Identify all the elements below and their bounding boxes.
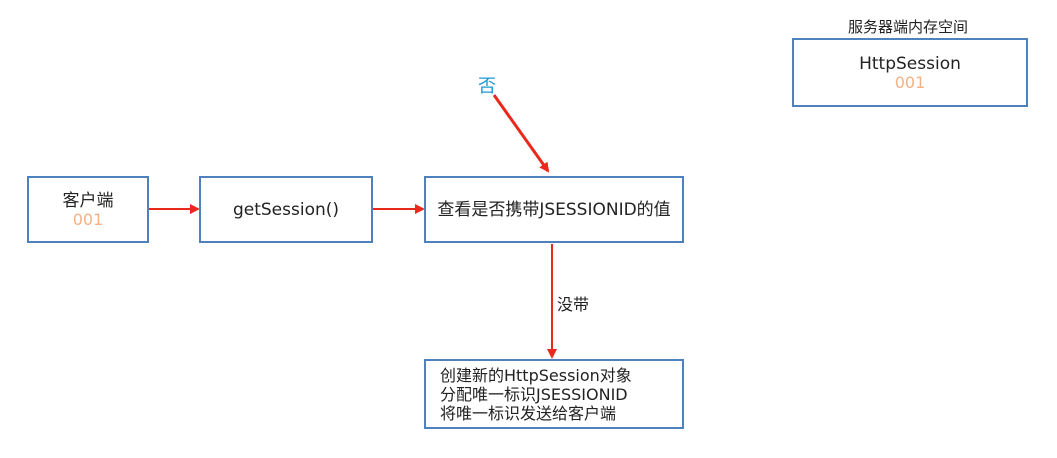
httpsession-object-box: HttpSession 001 <box>792 38 1028 107</box>
client-box: 客户端 001 <box>27 176 149 243</box>
create-session-box: 创建新的HttpSession对象 分配唯一标识JSESSIONID 将唯一标识… <box>424 359 684 429</box>
result-line-1: 创建新的HttpSession对象 <box>440 365 632 385</box>
branch-no-label: 否 <box>478 76 496 97</box>
get-session-label: getSession() <box>232 199 340 220</box>
branch-not-carried-label: 没带 <box>557 295 590 314</box>
httpsession-id: 001 <box>894 72 926 92</box>
memory-space-caption: 服务器端内存空间 <box>847 18 968 36</box>
httpsession-label: HttpSession <box>859 53 961 74</box>
result-line-2: 分配唯一标识JSESSIONID <box>440 384 628 404</box>
get-session-box: getSession() <box>199 176 373 243</box>
check-jsessionid-label: 查看是否携带JSESSIONID的值 <box>437 199 671 220</box>
arrow-no-to-check <box>492 94 550 173</box>
client-id: 001 <box>72 209 104 229</box>
client-label: 客户端 <box>62 190 114 211</box>
result-line-3: 将唯一标识发送给客户端 <box>440 403 617 423</box>
check-jsessionid-box: 查看是否携带JSESSIONID的值 <box>424 176 684 243</box>
